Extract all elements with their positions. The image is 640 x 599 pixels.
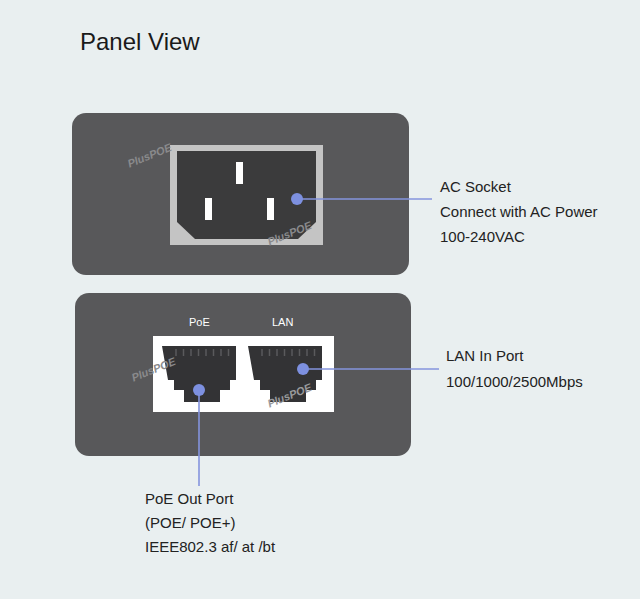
port-block [153,336,334,412]
port-label: LAN [272,316,293,329]
port-label: PoE [189,316,210,329]
callout-text: 100/1000/2500Mbps [446,373,583,390]
callout-text: IEEE802.3 af/ at /bt [145,538,275,555]
page-title: Panel View [80,28,200,56]
callout-heading: PoE Out Port [145,490,233,507]
ac-panel [72,113,409,275]
lan-panel [75,293,411,456]
leader-lines [199,199,439,486]
socket-pin [236,162,243,184]
callout-heading: LAN In Port [446,347,524,364]
callout-text: 100-240VAC [440,228,525,245]
callout-text: Connect with AC Power [440,203,598,220]
rj45-port [162,346,236,402]
socket-pin [205,198,212,220]
socket-pin [267,198,274,220]
callout-heading: AC Socket [440,178,511,195]
callout-text: (POE/ POE+) [145,514,235,531]
callout-dots [193,193,309,396]
port-contacts [176,349,315,356]
